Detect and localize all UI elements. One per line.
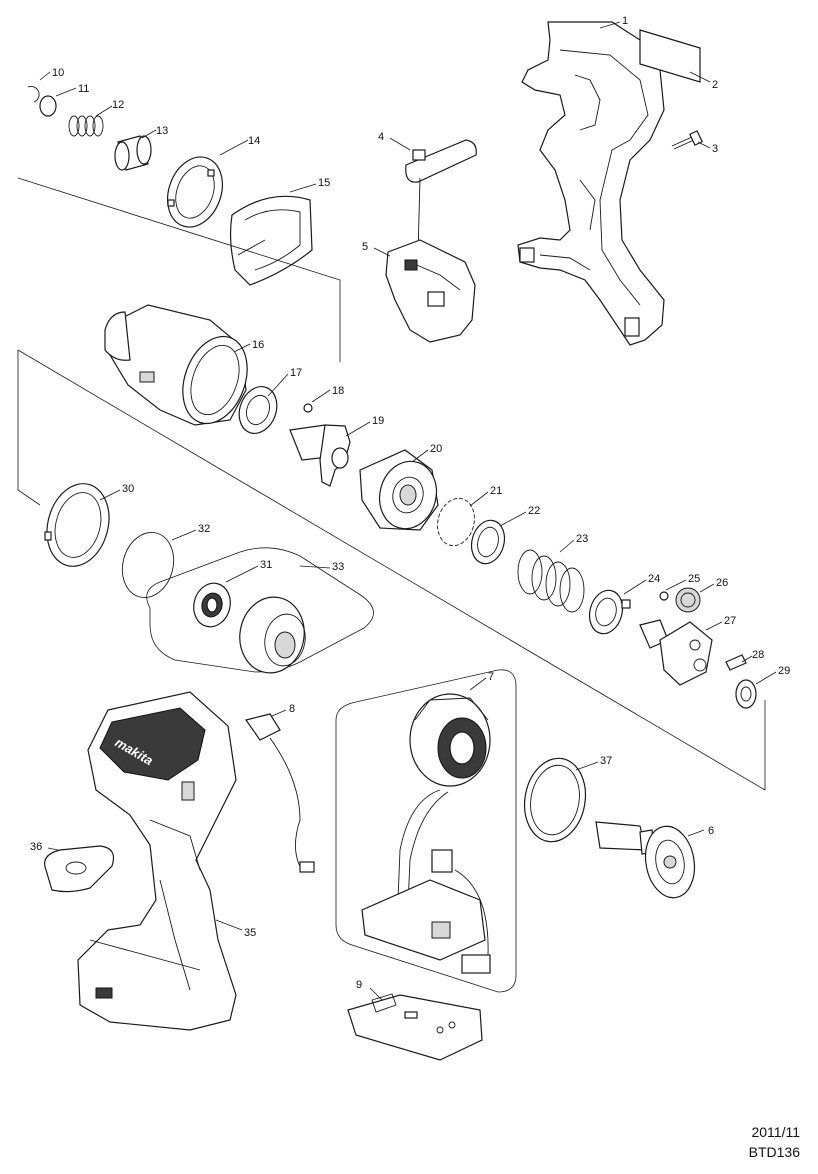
- insulation-washer: [523, 757, 587, 843]
- compression-spring: [517, 549, 585, 613]
- stator: [409, 693, 491, 787]
- steel-ball-25: [659, 591, 669, 601]
- steel-ball: [303, 403, 313, 413]
- callout-7: 7: [488, 671, 494, 683]
- callout-8: 8: [289, 703, 295, 715]
- retaining-ring: [27, 86, 40, 103]
- pin: [725, 654, 747, 671]
- callout-27: 27: [724, 615, 736, 627]
- callout-31: 31: [260, 559, 272, 571]
- callout-labels: 1 2 3 4 5 6 7 8 9 10 11 12 13 14 15 16 1…: [30, 15, 790, 991]
- callout-15: 15: [318, 177, 330, 189]
- callout-18: 18: [332, 385, 344, 397]
- callout-35: 35: [244, 927, 256, 939]
- anvil: [289, 424, 351, 487]
- o-ring: [437, 497, 475, 547]
- callout-16: 16: [252, 339, 264, 351]
- callout-25: 25: [688, 573, 700, 585]
- ball-bearing: [193, 582, 231, 628]
- stator-group-outline: [335, 669, 517, 993]
- callout-32: 32: [198, 523, 210, 535]
- callout-1: 1: [622, 15, 628, 27]
- housing-shell: [517, 21, 665, 346]
- callout-21: 21: [490, 485, 502, 497]
- screw: [671, 130, 703, 150]
- switch-lever: [405, 139, 477, 256]
- callout-4: 4: [378, 131, 384, 143]
- callout-5: 5: [362, 241, 368, 253]
- callout-14: 14: [248, 135, 260, 147]
- terminal: [347, 993, 483, 1061]
- callout-22: 22: [528, 505, 540, 517]
- callout-33: 33: [332, 561, 344, 573]
- callout-28: 28: [752, 649, 764, 661]
- callout-12: 12: [112, 99, 124, 111]
- callout-26: 26: [716, 577, 728, 589]
- callout-17: 17: [290, 367, 302, 379]
- controller-board: [361, 789, 491, 974]
- label-plate: [639, 29, 701, 83]
- leader-lines: [39, 21, 777, 1001]
- callout-36: 36: [30, 841, 42, 853]
- callout-2: 2: [712, 79, 718, 91]
- spur-gear: [675, 587, 701, 613]
- housing-cap: [44, 845, 115, 893]
- compression-spring-small: [68, 115, 104, 137]
- internal-gear-group-outline: [146, 547, 374, 673]
- switch-unit: [385, 239, 476, 343]
- flat-washer-29: [735, 679, 757, 709]
- revision-date: 2011/11: [751, 1124, 800, 1140]
- internal-gear: [239, 596, 306, 674]
- spring-plate: [588, 589, 631, 635]
- ring-30: [44, 483, 110, 567]
- callout-11: 11: [78, 83, 89, 95]
- callout-23: 23: [576, 533, 588, 545]
- callout-3: 3: [712, 143, 718, 155]
- spindle: [639, 619, 713, 686]
- callout-6: 6: [708, 825, 714, 837]
- rotor: [595, 821, 696, 899]
- callout-37: 37: [600, 755, 612, 767]
- hammer: [359, 449, 439, 531]
- bumper: [229, 195, 313, 286]
- callout-13: 13: [156, 125, 168, 137]
- callout-9: 9: [356, 979, 362, 991]
- o-ring-32: [121, 532, 175, 598]
- flat-washer-22: [470, 519, 506, 565]
- model-number: BTD136: [748, 1144, 800, 1160]
- sleeve: [114, 135, 152, 171]
- housing-set: makita: [77, 691, 237, 1031]
- hammer-case-outline: [17, 177, 341, 362]
- callout-24: 24: [648, 573, 660, 585]
- flat-washer: [39, 95, 57, 117]
- callout-30: 30: [122, 483, 134, 495]
- wire-harness: [245, 713, 315, 873]
- flat-washer-17: [238, 386, 278, 434]
- hammer-case: [104, 304, 248, 426]
- callout-29: 29: [778, 665, 790, 677]
- callout-10: 10: [52, 67, 64, 79]
- callout-20: 20: [430, 443, 442, 455]
- ring-cover: [167, 156, 223, 228]
- callout-19: 19: [372, 415, 384, 427]
